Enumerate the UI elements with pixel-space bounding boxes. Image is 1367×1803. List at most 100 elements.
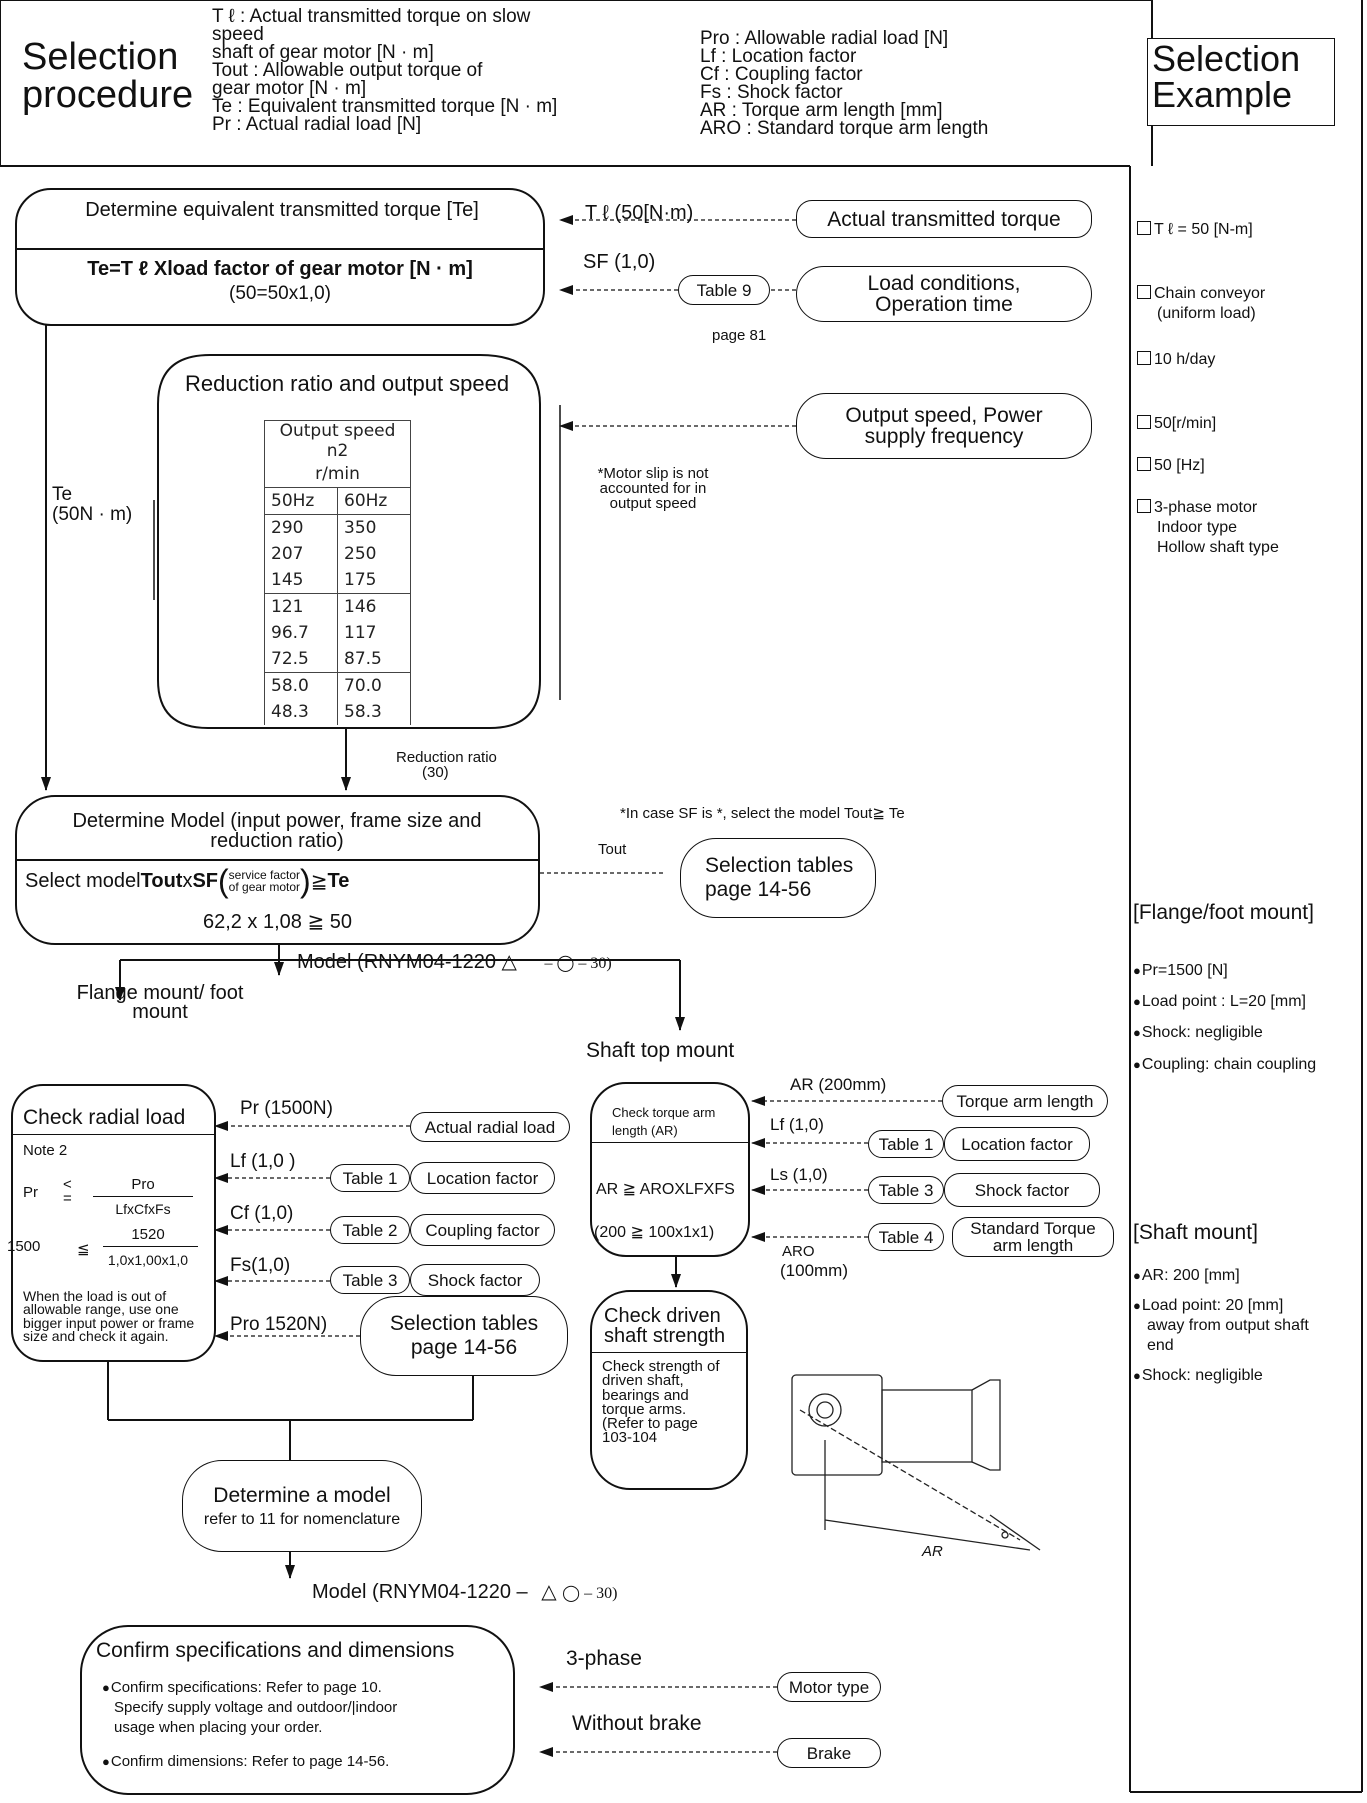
example-uniform-text: (uniform load)	[1157, 305, 1256, 322]
step3-example: 62,2 x 1,08 ≧ 50	[202, 911, 353, 933]
example-indoor-text: Indoor type	[1157, 519, 1238, 536]
def-fs: Fs : Shock factor	[700, 82, 843, 104]
speed-cell: 290	[264, 514, 338, 541]
step3-sub: service factor of gear motor	[229, 869, 300, 893]
radial-location-pill: Location factor	[410, 1162, 555, 1194]
shaft-shock-pill: Shock factor	[944, 1173, 1100, 1207]
step1-formula: Te=T ℓ Xload factor of gear motor [N · m…	[87, 258, 473, 280]
shaft-table3-pill: Table 3	[868, 1176, 944, 1204]
step1-box: Determine equivalent transmitted torque …	[15, 188, 545, 326]
table9-pill: Table 9	[678, 275, 770, 305]
speed-cell: 146	[337, 593, 411, 620]
model1-text: Model (RNYM04-1220	[297, 951, 496, 973]
example-motor-text: 3-phase motor	[1154, 499, 1258, 516]
example-hollow-text: Hollow shaft type	[1157, 539, 1279, 556]
radial-coupling-pill: Coupling factor	[410, 1214, 555, 1246]
def-speed: speed	[212, 24, 264, 46]
speed-cell: 117	[337, 620, 411, 646]
def-pr: Pr : Actual radial load [N]	[212, 114, 422, 136]
radial-fraction-line	[93, 1196, 193, 1197]
shaft-item-3: Shock: negligible	[1133, 1366, 1309, 1386]
brake-pill: Brake	[777, 1738, 881, 1768]
example-chain-text: Chain conveyor	[1154, 285, 1266, 302]
radial-box: Check radial load Note 2 Pr < = Pro LfxC…	[7, 1084, 216, 1362]
flange-items: Pr=1500 [N] Load point : L=20 [mm] Shock…	[1133, 955, 1316, 1080]
example-title-line2: Example	[1152, 74, 1293, 115]
example-rmin-text: 50[r/min]	[1154, 415, 1217, 432]
speed-cell: 350	[337, 514, 411, 541]
shaft-item-2b: away from output shaft	[1147, 1317, 1309, 1334]
three-phase-label: 3-phase	[566, 1647, 642, 1670]
speed-cell: 145	[264, 567, 338, 594]
motor-type-pill: Motor type	[777, 1672, 881, 1702]
page81-label: page 81	[712, 327, 767, 344]
radial-pr-label: Pr (1500N)	[240, 1098, 333, 1119]
speed-table-header: Output speed n2	[264, 420, 411, 461]
speed-header1: Output speed n2	[264, 420, 411, 461]
def-cf: Cf : Coupling factor	[700, 64, 863, 86]
header-title: Selection procedure	[22, 38, 193, 114]
example-hz-text: 50 [Hz]	[1154, 457, 1205, 474]
model2-label: Model (RNYM04-1220 – △ ◯ – 30)	[312, 1582, 617, 1603]
def-tl: T ℓ : Actual transmitted torque on slow	[212, 6, 531, 27]
checkbox-icon	[1137, 457, 1151, 471]
shaft-aro-value: (100mm)	[780, 1261, 849, 1280]
tout-label: Tout	[598, 841, 627, 858]
shaft-divider	[592, 1142, 748, 1143]
speed-cell: 87.5	[337, 646, 411, 673]
radial-pr: Pr	[23, 1184, 38, 1201]
radial-ex-line	[103, 1246, 198, 1247]
step3-formula-ge: ≧	[310, 871, 328, 894]
driven-box: Check driven shaft strength Check streng…	[590, 1290, 748, 1490]
tl-label: T ℓ (50[N·m)	[585, 202, 694, 224]
te-value: (50N · m)	[52, 504, 133, 525]
speed-cell: 58.3	[337, 699, 411, 725]
actual-radial-pill: Actual radial load	[410, 1112, 570, 1142]
radial-ex-left: 1500	[7, 1238, 41, 1255]
te-label: Te	[52, 484, 73, 505]
slip-note: *Motor slip is not accounted for in outp…	[597, 465, 709, 512]
def-gear: gear motor [N · m]	[212, 78, 367, 100]
shaft-box: Check torque arm length (AR) AR ≧ AROXLF…	[590, 1082, 750, 1257]
determine-title: Determine a model	[213, 1483, 391, 1507]
step1-divider	[17, 248, 543, 250]
confirm-bullet-1	[102, 1679, 111, 1696]
confirm-line3: usage when placing your order.	[114, 1719, 323, 1736]
example-item-hday: 10 h/day	[1137, 350, 1215, 370]
flange-item-1: Pr=1500 [N]	[1133, 955, 1316, 986]
sf-note: *In case SF is *, select the model Tout≧…	[620, 805, 905, 822]
flange-item-2: Load point : L=20 [mm]	[1133, 986, 1316, 1017]
shaft-title: Check torque arm length (AR)	[612, 1105, 716, 1139]
step3-title: Determine Model (input power, frame size…	[72, 810, 482, 852]
radial-shock-pill: Shock factor	[410, 1264, 540, 1296]
header-defs-right: Pro : Allowable radial load [N] Lf : Loc…	[700, 29, 988, 138]
radial-lf-label: Lf (1,0 )	[230, 1151, 296, 1172]
col-50hz: 50Hz	[264, 487, 338, 515]
def-shaft: shaft of gear motor [N · m]	[212, 42, 434, 64]
example-item-chain: Chain conveyor (uniform load)	[1137, 284, 1265, 324]
standard-arm-pill: Standard Torque arm length	[952, 1217, 1114, 1257]
shaft-aro-label: ARO	[782, 1243, 815, 1260]
shaft-ar-label: AR (200mm)	[790, 1075, 887, 1094]
def-tout: Tout : Allowable output torque of	[212, 60, 483, 82]
without-brake-label: Without brake	[572, 1712, 702, 1735]
confirm-box: Confirm specifications and dimensions Co…	[80, 1625, 515, 1795]
shaft-heading: [Shaft mount]	[1133, 1221, 1258, 1244]
gear-motor-drawing	[791, 1374, 1041, 1551]
speed-cell: 48.3	[264, 699, 338, 725]
selection-tables-pill-2: Selection tables page 14-56	[360, 1296, 568, 1376]
branch-right: Shaft top mount	[586, 1039, 735, 1062]
confirm-line1: Confirm specifications: Refer to page 10…	[102, 1679, 382, 1696]
selection-tables-text-2: Selection tables page 14-56	[389, 1311, 539, 1359]
speed-cell: 72.5	[264, 646, 338, 673]
model1-tail: – ◯ – 30)	[544, 955, 612, 972]
step3-formula-x: x	[182, 870, 193, 893]
radial-eq: =	[63, 1190, 72, 1207]
confirm-text-4: Confirm dimensions: Refer to page 14-56.	[110, 1753, 390, 1770]
driven-title: Check driven shaft strength	[604, 1305, 726, 1347]
col-60hz: 60Hz	[337, 487, 411, 515]
shaft-item-1: AR: 200 [mm]	[1133, 1266, 1309, 1286]
example-item-hz: 50 [Hz]	[1137, 456, 1205, 476]
